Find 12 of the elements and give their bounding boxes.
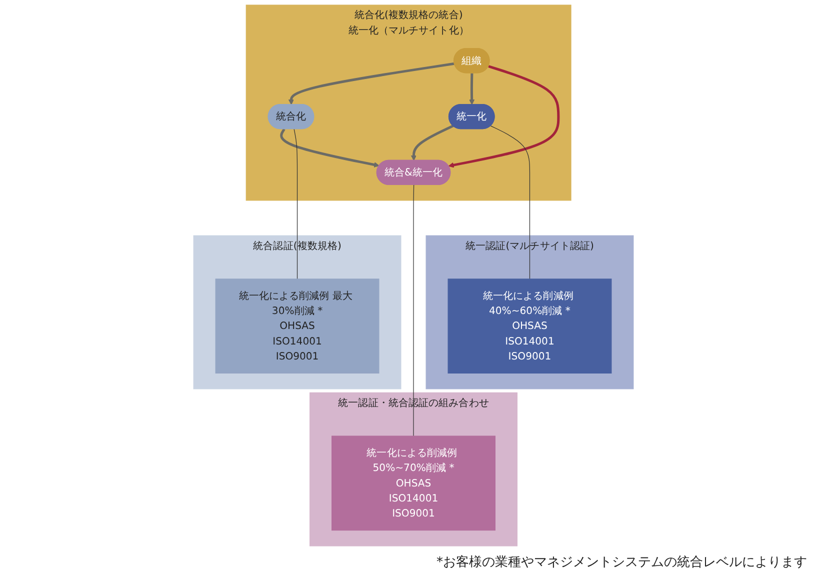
node-box: 統一化による削減例 最大 30%削減 * OHSAS ISO14001 ISO9001 — [215, 278, 380, 374]
arrow — [288, 62, 455, 105]
arrow — [280, 128, 380, 168]
arrow — [448, 65, 560, 168]
node-box: 統一化による削減例 40%~60%削減 * OHSAS ISO14001 ISO9001 — [448, 278, 612, 374]
footnote: *お客様の業種やマネジメントシステムの統合レベルによります — [436, 554, 807, 571]
connector — [413, 184, 414, 436]
node-box: 統一化による削減例 50%~70%削減 * OHSAS ISO14001 ISO9001 — [332, 436, 496, 531]
arrow — [410, 124, 454, 161]
arrow — [469, 73, 475, 105]
connector — [294, 128, 298, 280]
connector — [490, 126, 530, 280]
